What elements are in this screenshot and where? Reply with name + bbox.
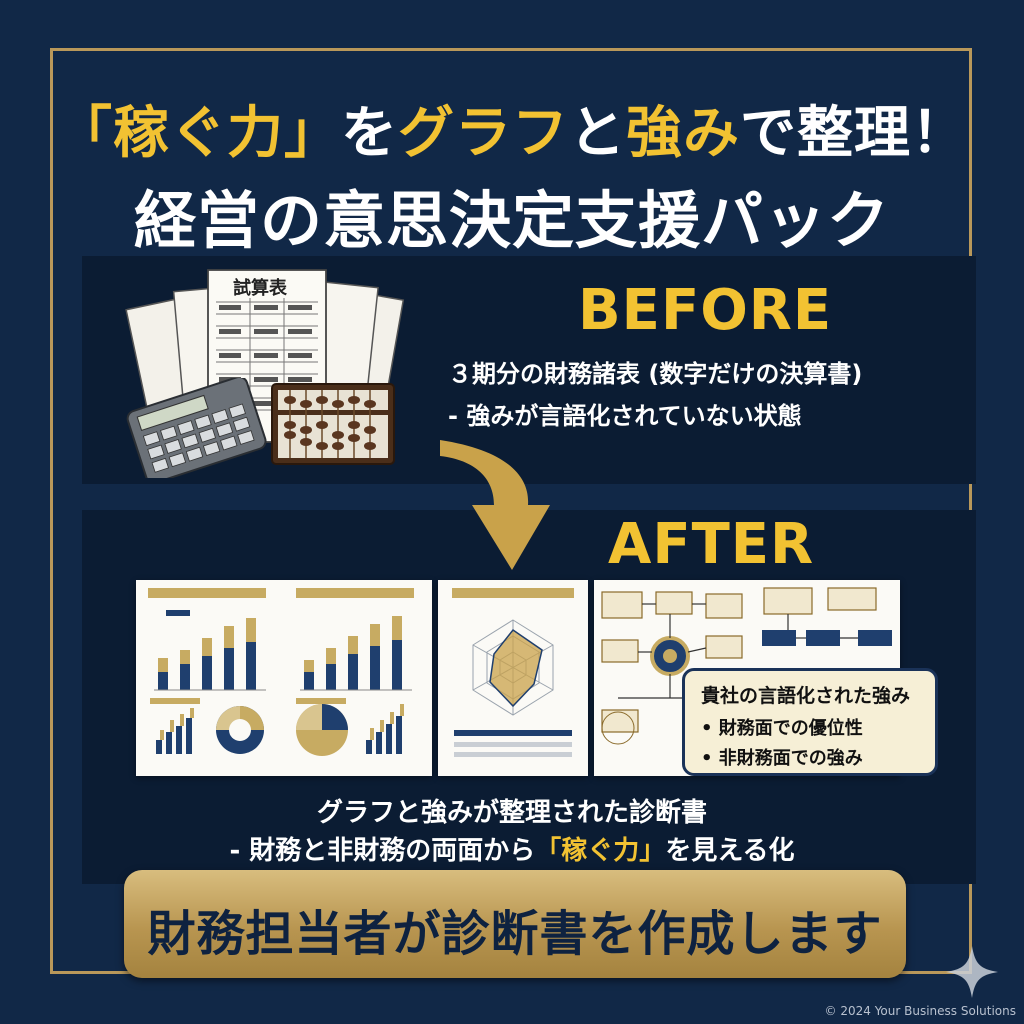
- after-heading: AFTER: [608, 512, 815, 577]
- doc-label: 試算表: [233, 278, 287, 299]
- report-page-2: [438, 580, 588, 776]
- title-organize: で整理！: [740, 101, 968, 166]
- strengths-callout: 貴社の言語化された強み • 財務面での優位性 • 非財務面での強み: [682, 668, 938, 776]
- title-graph: グラフ: [398, 101, 569, 166]
- cta-banner: 財務担当者が診断書を作成します: [124, 870, 906, 978]
- title-particle-to: と: [569, 101, 626, 166]
- before-heading: BEFORE: [578, 278, 833, 343]
- after-line-2: - 財務と非財務の両面から「稼ぐ力」を見える化: [0, 830, 1024, 867]
- callout-title: 貴社の言語化された強み: [701, 685, 911, 707]
- title-line-1: 「稼ぐ力」をグラフと強みで整理！: [0, 88, 1024, 169]
- title-strength: 強み: [626, 101, 740, 166]
- title-particle-wo: を: [341, 101, 398, 166]
- copyright: © 2024 Your Business Solutions: [824, 1004, 1016, 1018]
- sparkle-icon: [946, 946, 998, 998]
- title-quote-close: 」: [284, 101, 341, 166]
- callout-item-nonfinancial: • 非財務面での強み: [701, 748, 863, 769]
- before-line-1: ３期分の財務諸表 (数字だけの決算書): [448, 360, 863, 388]
- after-line-2-suffix: を見える化: [665, 836, 795, 866]
- radar-chart-icon: [452, 588, 574, 757]
- title-earning-power: 稼ぐ力: [113, 101, 284, 166]
- banner-text: 財務担当者が診断書を作成します: [147, 906, 883, 962]
- arrow-curve-icon: [440, 440, 550, 570]
- abacus-icon: [271, 383, 395, 465]
- after-line-2-earning-power: 「稼ぐ力」: [535, 836, 666, 866]
- documents-icon: [125, 269, 405, 443]
- bar-chart-icon: [148, 588, 414, 756]
- after-line-1: グラフと強みが整理された診断書: [316, 798, 707, 828]
- calculator-icon: [126, 378, 267, 478]
- report-page-1: [136, 580, 432, 776]
- title-line-2: 経営の意思決定支援パック: [133, 184, 890, 257]
- title-quote-open: 「: [56, 101, 113, 166]
- callout-item-financial: • 財務面での優位性: [701, 718, 863, 739]
- before-line-2: - 強みが言語化されていない状態: [448, 402, 802, 430]
- after-line-2-prefix: - 財務と非財務の両面から: [229, 836, 536, 866]
